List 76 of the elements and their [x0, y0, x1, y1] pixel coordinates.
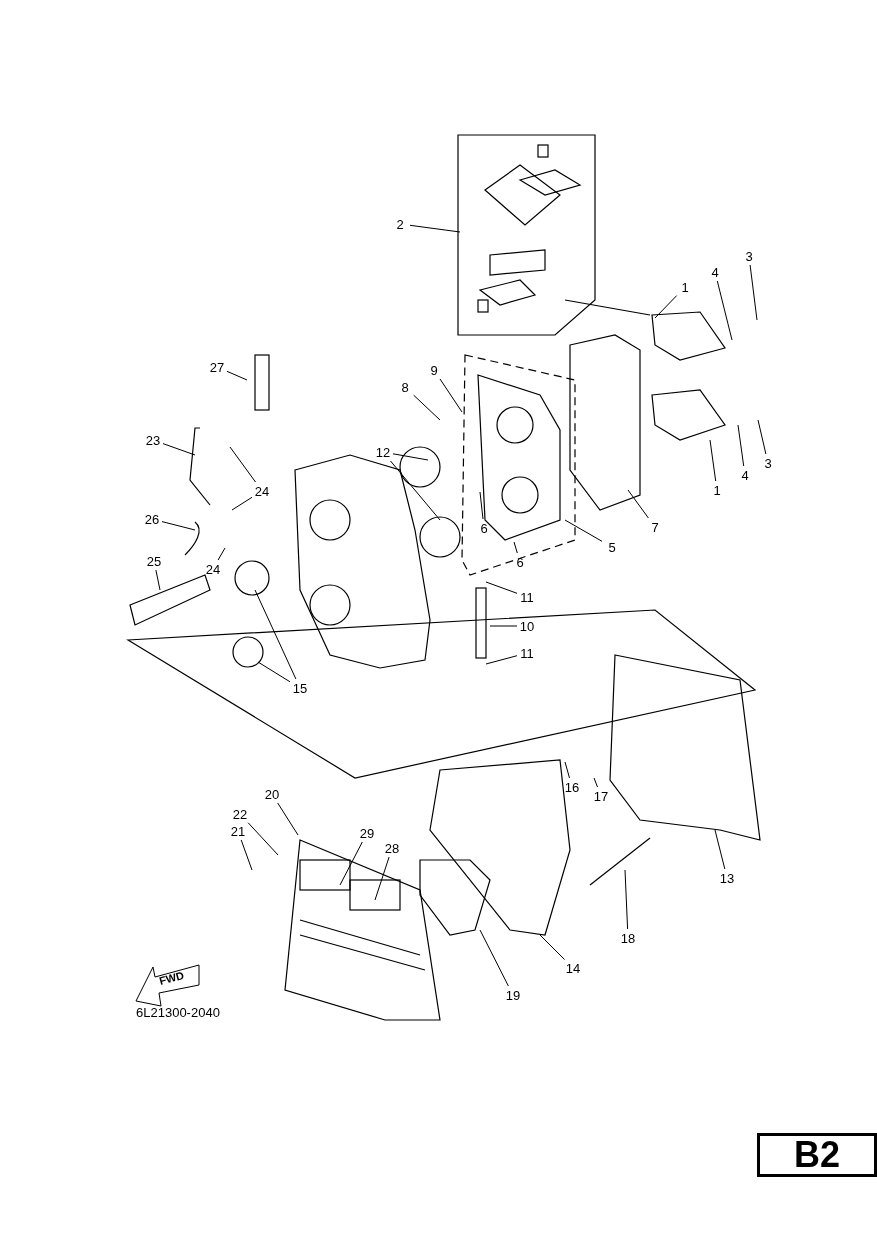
section-label: B2 [757, 1133, 877, 1177]
callout-number: 7 [650, 519, 660, 535]
callout-number: 11 [519, 645, 535, 661]
leader-line [155, 569, 161, 591]
leader-line [226, 370, 248, 381]
callout-number: 1 [712, 482, 722, 498]
callout-number: 16 [563, 779, 581, 795]
leader-line [231, 496, 253, 511]
callout-number: 21 [229, 823, 247, 839]
leader-line [390, 460, 441, 521]
leader-line [627, 489, 649, 519]
leader-line [413, 394, 441, 421]
leader-line [709, 439, 717, 482]
leader-line [716, 280, 733, 341]
leader-line [539, 934, 565, 960]
callout-number: 5 [607, 539, 617, 555]
callout-number: 14 [564, 960, 582, 976]
leader-line [409, 224, 461, 233]
leader-line [161, 521, 196, 531]
leader-line [757, 419, 767, 455]
leader-line [485, 655, 518, 665]
leader-line [479, 929, 509, 987]
leader-line [257, 661, 291, 683]
callout-number: 10 [518, 618, 536, 634]
callout-number: 25 [145, 553, 163, 569]
leader-line [749, 264, 758, 321]
leader-line [564, 761, 570, 779]
leader-line [339, 841, 363, 886]
leader-line [624, 869, 629, 930]
leader-line [513, 541, 518, 554]
callout-number: 22 [231, 806, 249, 822]
callout-number: 15 [291, 680, 309, 696]
leader-line [479, 491, 484, 520]
leader-line [374, 856, 390, 901]
leader-line [489, 625, 518, 627]
leader-line [247, 822, 279, 856]
callout-number: 8 [400, 379, 410, 395]
callout-number: 27 [208, 359, 226, 375]
callout-number: 12 [374, 444, 392, 460]
leader-line [654, 295, 678, 319]
leader-line [162, 443, 196, 456]
callout-number: 3 [763, 455, 773, 471]
leader-line [714, 829, 726, 870]
callout-number: 20 [263, 786, 281, 802]
callout-number: 6 [515, 554, 525, 570]
callout-number: 24 [204, 561, 222, 577]
callout-number: 4 [710, 264, 720, 280]
leader-line [392, 453, 429, 461]
callout-number: 19 [504, 987, 522, 1003]
callout-number: 26 [143, 511, 161, 527]
leader-line [277, 802, 299, 836]
direction-arrow: FWD [135, 963, 201, 1007]
leader-line [254, 589, 297, 680]
leader-line [229, 446, 256, 483]
leader-line [240, 839, 253, 871]
leader-line [217, 547, 226, 561]
callout-number: 3 [744, 248, 754, 264]
callout-number: 24 [253, 483, 271, 499]
callout-number: 28 [383, 840, 401, 856]
callout-number: 13 [718, 870, 736, 886]
callout-number: 6 [479, 520, 489, 536]
leader-line [593, 777, 598, 788]
leader-line [737, 424, 745, 467]
leader-line [564, 519, 603, 542]
callout-number: 29 [358, 825, 376, 841]
callout-number: 23 [144, 432, 162, 448]
callout-number: 9 [429, 362, 439, 378]
callout-number: 1 [680, 279, 690, 295]
drawing-number: 6L21300-2040 [136, 1005, 220, 1020]
callout-number: 17 [592, 788, 610, 804]
callout-number: 11 [519, 589, 535, 605]
callout-number: 4 [740, 467, 750, 483]
callout-number: 2 [395, 216, 405, 232]
leader-line [439, 378, 463, 413]
callout-number: 18 [619, 930, 637, 946]
leader-line [485, 581, 518, 594]
